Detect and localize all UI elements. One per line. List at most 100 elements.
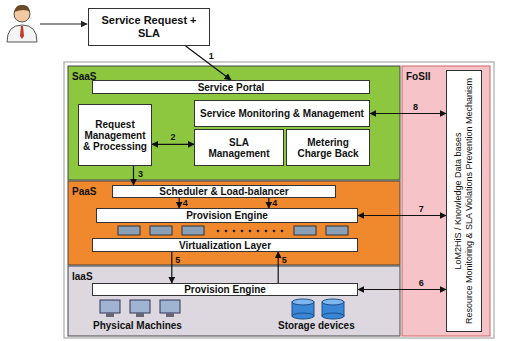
callout-holder: 4 <box>183 199 188 208</box>
framework-panel: LoM2HiS / Knowledge Data basesResource M… <box>402 66 490 336</box>
layer-band: Scheduler & Load-balancerProvision Engin… <box>68 181 400 265</box>
callout-holder: 3 <box>138 169 143 178</box>
dot <box>241 230 244 233</box>
device-label: Storage devices <box>278 320 355 331</box>
callout-holder: 5 <box>175 255 180 264</box>
iaas-fill <box>68 266 400 336</box>
disk-top <box>322 299 344 305</box>
monitor-stand <box>106 313 114 317</box>
layer-title: IaaS <box>72 271 93 282</box>
dot <box>233 230 236 233</box>
dot <box>265 230 268 233</box>
layer-title: PaaS <box>72 186 96 197</box>
callout-number: 1 <box>209 52 214 61</box>
process-box: Scheduler & Load-balancer <box>112 185 336 198</box>
connector-arrow <box>179 198 180 208</box>
request-box: Service Request + SLA <box>88 8 210 46</box>
vm-icon <box>150 226 172 235</box>
connector-arrow <box>268 198 269 208</box>
process-box: Service Monitoring & Management <box>194 100 370 127</box>
process-box: Provision Engine <box>96 208 358 223</box>
vm-icon <box>118 226 140 235</box>
label-holder: Physical Machines <box>93 320 182 331</box>
callout-number: 7 <box>419 204 424 213</box>
callout-number: 2 <box>170 133 175 142</box>
box-label: Scheduler & Load-balancer <box>159 186 288 197</box>
vm-icon <box>182 226 204 235</box>
monitor-stand <box>136 313 144 317</box>
callout-holder: 5 <box>282 255 287 264</box>
connector-arrow <box>358 289 446 290</box>
callout-holder: 8 <box>413 102 418 111</box>
monitor-stand <box>166 313 174 317</box>
dot <box>281 230 284 233</box>
box-label: Provision Engine <box>186 210 268 221</box>
connector-arrow <box>133 166 134 185</box>
dot <box>249 230 252 233</box>
disk-base <box>292 313 314 319</box>
connector-arrow <box>370 113 446 114</box>
device-label: Physical Machines <box>93 320 182 331</box>
layer-band: Provision EngineIaaS <box>68 266 400 336</box>
vm-icon <box>326 226 348 235</box>
callout-holder: 4 <box>272 199 277 208</box>
dot <box>217 230 220 233</box>
box-label: Virtualization Layer <box>179 240 271 251</box>
fosii-fill <box>402 66 490 336</box>
monitor-icon <box>130 300 150 313</box>
vm-row <box>118 226 348 235</box>
disk-base <box>322 313 344 319</box>
process-box: Provision Engine <box>92 283 358 296</box>
layer-title: FoSII <box>406 71 430 82</box>
system-frame <box>64 62 494 338</box>
monitor-box: LoM2HiS / Knowledge Data basesResource M… <box>446 70 482 332</box>
dot <box>273 230 276 233</box>
text-column: LoM2HiS / Knowledge Data basesResource M… <box>453 74 475 328</box>
process-box: SLA Management <box>194 129 284 166</box>
callout-number: 5 <box>282 255 287 264</box>
callout-holder: 7 <box>419 204 424 213</box>
callout-number: 4 <box>272 199 277 208</box>
disk-top <box>292 299 314 305</box>
callout-number: 6 <box>419 278 424 287</box>
monitor-icon <box>160 300 180 313</box>
storage-devices <box>292 299 344 319</box>
callout-number: 8 <box>413 102 418 111</box>
connector-arrow <box>171 252 172 283</box>
box-label: SLA Management <box>198 137 280 159</box>
box-label: Metering Charge Back <box>290 137 366 159</box>
connector-arrow <box>278 252 279 283</box>
box-label: Resource Monitoring & SLA Violations Pre… <box>464 74 475 328</box>
label-holder: Storage devices <box>278 320 355 331</box>
box-label: Request Management & Processing <box>82 119 148 152</box>
connector-arrow <box>186 46 231 80</box>
physical-machines <box>100 300 180 317</box>
dot <box>257 230 260 233</box>
callout-number: 4 <box>183 199 188 208</box>
callout-number: 5 <box>175 255 180 264</box>
callout-number: 3 <box>138 169 143 178</box>
user-arrow <box>40 23 87 24</box>
monitor-icon <box>100 300 120 313</box>
process-box: Service Portal <box>92 80 370 94</box>
user-hair <box>14 5 30 12</box>
paas-fill <box>68 181 400 265</box>
connector-arrow <box>152 144 194 145</box>
callout-holder: 6 <box>419 278 424 287</box>
box-label: Service Portal <box>198 82 265 93</box>
dot <box>225 230 228 233</box>
box-label: Service Monitoring & Management <box>200 108 364 119</box>
vm-icon <box>294 226 316 235</box>
layer-band: Service PortalRequest Management & Proce… <box>68 66 400 180</box>
process-box: Virtualization Layer <box>92 238 358 252</box>
box-label: Service Request + SLA <box>92 14 206 40</box>
user-tie <box>20 26 24 39</box>
process-box: Metering Charge Back <box>286 129 370 166</box>
saas-fill <box>68 66 400 180</box>
box-label: LoM2HiS / Knowledge Data bases <box>453 74 464 328</box>
connector-arrow <box>358 215 446 216</box>
layer-title: SaaS <box>72 71 96 82</box>
process-box: Request Management & Processing <box>78 104 152 166</box>
callout-holder: 2 <box>170 133 175 142</box>
callout-holder: 1 <box>209 52 214 61</box>
